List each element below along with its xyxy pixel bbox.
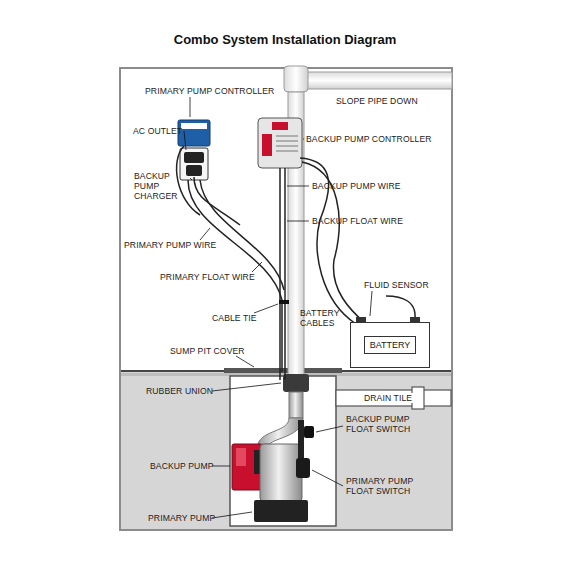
battery-box: BATTERY — [350, 322, 430, 368]
diagram-title: Combo System Installation Diagram — [0, 32, 570, 47]
part-label: PRIMARY FLOAT WIRE — [160, 272, 255, 282]
part-label: PRIMARY PUMP WIRE — [124, 240, 216, 250]
pipe-bend — [258, 418, 303, 444]
part-label: BACKUP FLOAT WIRE — [312, 216, 403, 226]
part-label: BACKUP PUMP CHARGER — [134, 171, 192, 201]
controller-strip — [181, 123, 207, 129]
part-label: CABLE TIE — [212, 313, 257, 323]
float-rod — [298, 420, 304, 460]
cable-tie — [279, 300, 289, 304]
part-label: BATTERY CABLES — [300, 308, 344, 328]
part-label: PRIMARY PUMP CONTROLLER — [145, 86, 274, 96]
part-label: BACKUP PUMP FLOAT SWITCH — [346, 414, 436, 434]
drain-tile — [336, 390, 451, 406]
sump-pit — [230, 376, 336, 526]
part-label: PRIMARY PUMP — [148, 513, 215, 523]
plug — [184, 152, 204, 163]
rubber-union — [283, 374, 309, 392]
part-label: BACKUP PUMP — [150, 461, 214, 471]
primary-float-switch — [296, 458, 310, 478]
backup-float-switch — [304, 426, 314, 438]
sump-pit-cover — [224, 368, 342, 373]
part-label: DRAIN TILE — [362, 393, 414, 403]
part-label: BACKUP PUMP WIRE — [312, 181, 401, 191]
primary-pump — [260, 444, 302, 502]
wall-frame — [120, 68, 452, 530]
controller-logo — [272, 122, 288, 130]
backup-pump-controller — [258, 118, 302, 168]
backup-pump-charger — [186, 165, 202, 176]
primary-pump-base — [254, 500, 308, 522]
discharge-pipe — [300, 72, 452, 89]
part-label: PRIMARY PUMP FLOAT SWITCH — [346, 476, 436, 496]
backup-pump-shine — [236, 448, 246, 466]
battery-label: BATTERY — [364, 336, 417, 354]
primary-pump-controller — [178, 120, 210, 146]
controller-panel — [262, 134, 272, 156]
leader-lines — [184, 97, 372, 518]
pipe-elbow — [284, 66, 308, 92]
part-label: RUBBER UNION — [146, 386, 213, 396]
ac-outlet — [180, 148, 208, 180]
check-pipe — [289, 392, 303, 418]
floor — [121, 371, 451, 529]
part-label: SLOPE PIPE DOWN — [336, 96, 418, 106]
part-label: AC OUTLET — [133, 126, 182, 136]
part-label: FLUID SENSOR — [364, 280, 429, 290]
part-label: SUMP PIT COVER — [170, 346, 245, 356]
part-label: BACKUP PUMP CONTROLLER — [306, 134, 432, 144]
controller-text-lines — [276, 136, 298, 151]
